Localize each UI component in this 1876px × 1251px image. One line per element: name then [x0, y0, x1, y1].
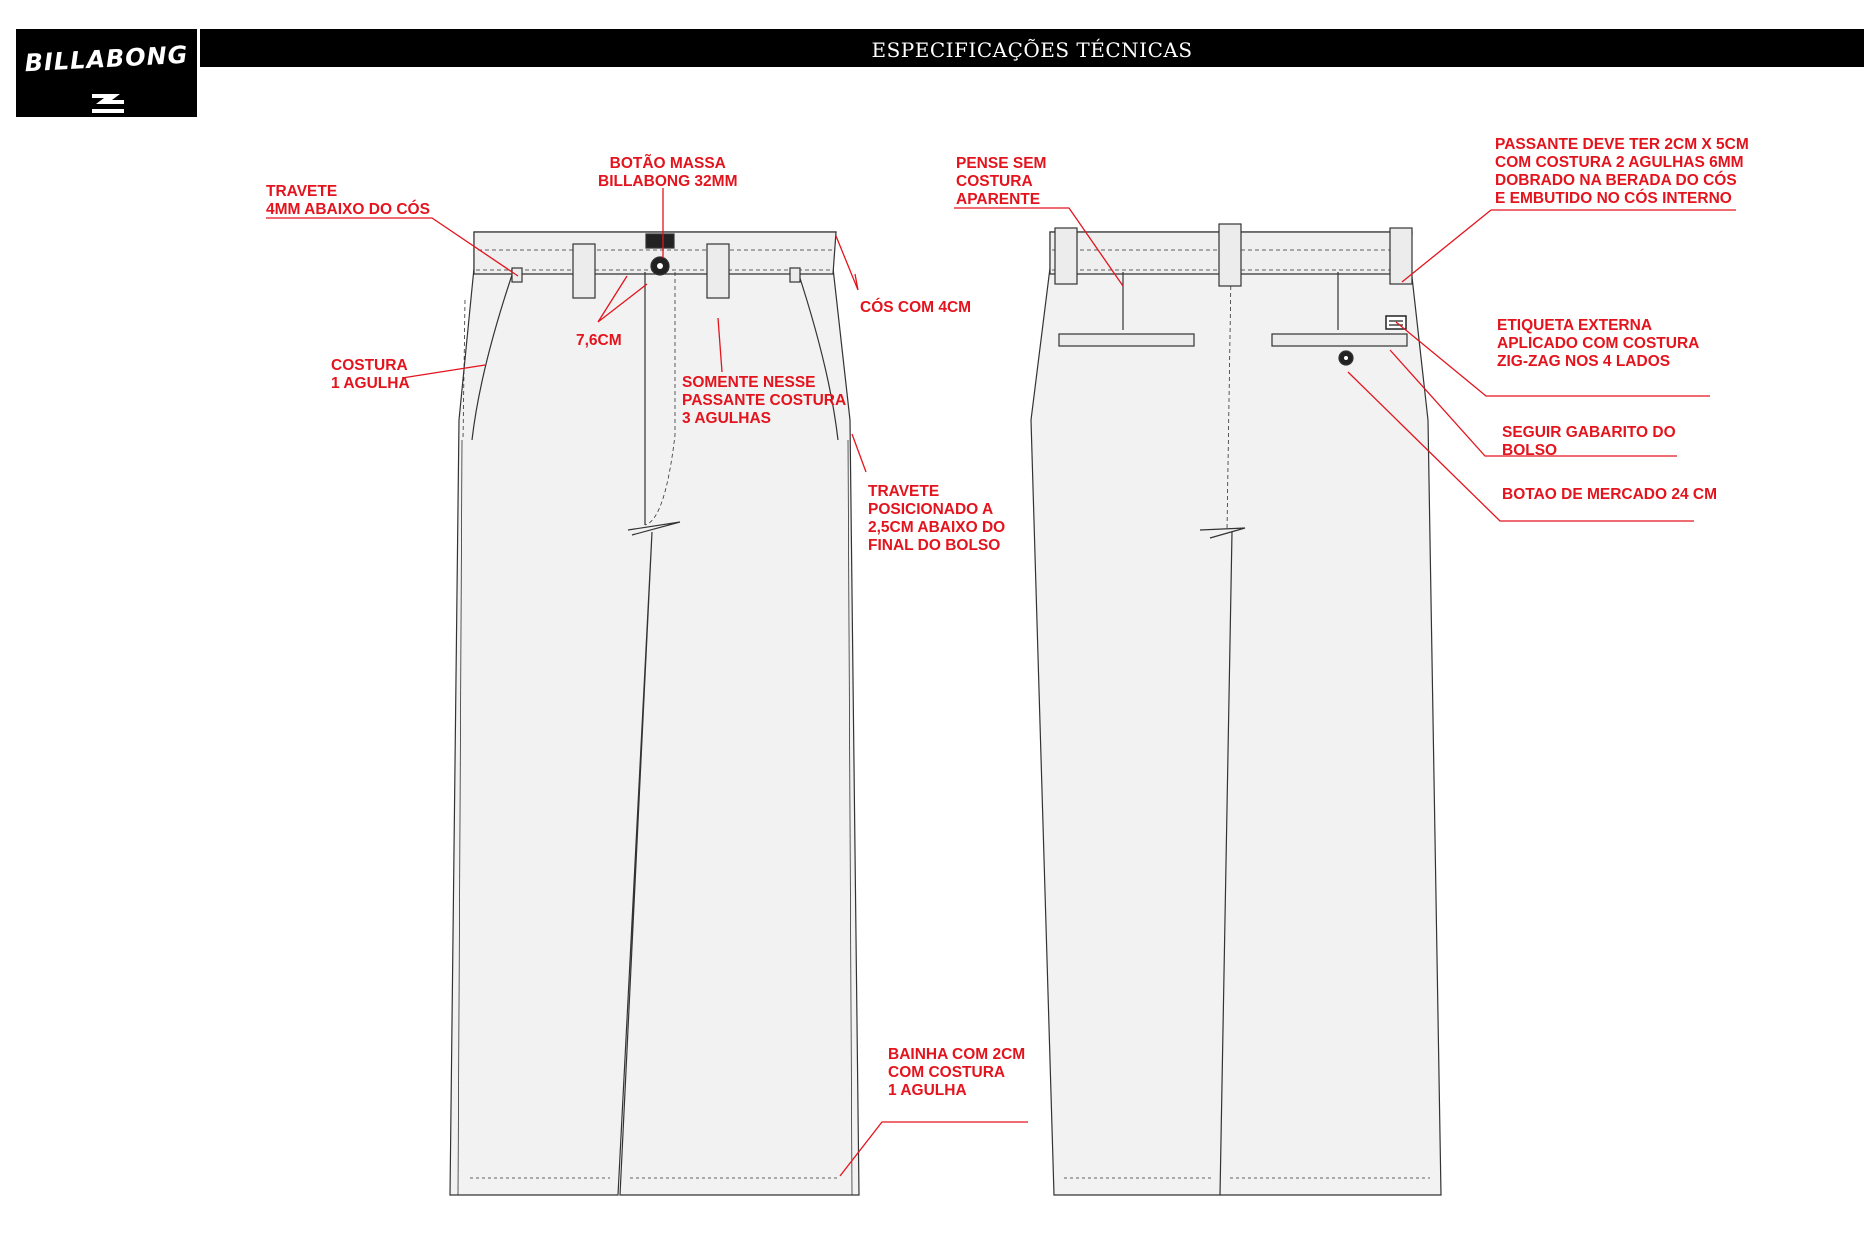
- annotation-medida-76: 7,6CM: [576, 332, 622, 349]
- back-view-pants: [1030, 223, 1442, 1196]
- brand-logo: BILLABONG: [16, 29, 197, 117]
- title-bar: ESPECIFICAÇÕES TÉCNICAS: [200, 29, 1864, 67]
- annotation-passante: PASSANTE DEVE TER 2CM X 5CM COM COSTURA …: [1495, 136, 1749, 207]
- annotation-bainha: BAINHA COM 2CM COM COSTURA 1 AGULHA: [888, 1046, 1026, 1099]
- annotation-etiqueta: ETIQUETA EXTERNA APLICADO COM COSTURA ZI…: [1497, 317, 1700, 370]
- brand-wave-icon: [92, 94, 124, 113]
- annotation-travete-cos: TRAVETE 4MM ABAIXO DO CÓS: [266, 183, 430, 218]
- front-view-pants: [449, 231, 860, 1196]
- annotation-travete-bolso: TRAVETE POSICIONADO A 2,5CM ABAIXO DO FI…: [868, 483, 1006, 554]
- annotation-somente-passante: SOMENTE NESSE PASSANTE COSTURA 3 AGULHAS: [682, 374, 847, 427]
- leader-lines: [266, 188, 1736, 1177]
- annotation-botao-massa: BOTÃO MASSA BILLABONG 32MM: [598, 155, 738, 190]
- annotation-gabarito: SEGUIR GABARITO DO BOLSO: [1502, 424, 1676, 459]
- annotation-botao-mercado: BOTAO DE MERCADO 24 CM: [1502, 486, 1718, 503]
- annotation-pense: PENSE SEM COSTURA APARENTE: [956, 155, 1047, 208]
- page-title: ESPECIFICAÇÕES TÉCNICAS: [871, 38, 1193, 62]
- annotation-costura-1-agulha: COSTURA 1 AGULHA: [331, 357, 410, 392]
- annotation-cos: CÓS COM 4CM: [860, 299, 972, 316]
